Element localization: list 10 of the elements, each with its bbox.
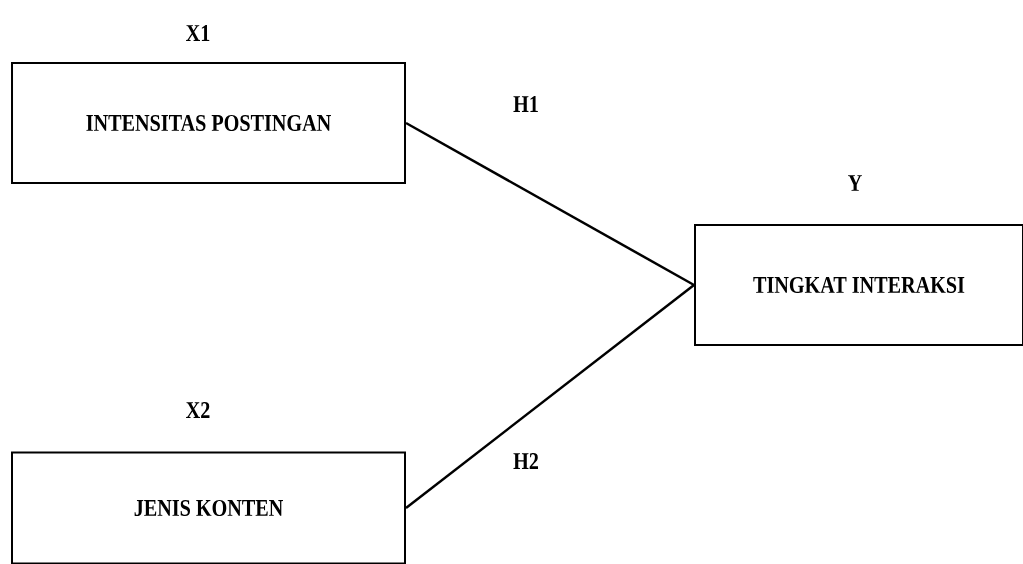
variable-box: TINGKAT INTERAKSI: [694, 224, 1023, 346]
connector-line: [405, 121, 695, 287]
variable-label: X2: [186, 402, 210, 418]
variable-box: JENIS KONTEN: [11, 451, 406, 564]
connector-line: [405, 284, 695, 509]
variable-label: X1: [186, 25, 210, 41]
variable-label: Y: [848, 175, 862, 191]
hypothesis-label: H1: [511, 94, 541, 114]
hypothesis-label: H2: [511, 451, 541, 471]
variable-box: INTENSITAS POSTINGAN: [11, 62, 406, 184]
